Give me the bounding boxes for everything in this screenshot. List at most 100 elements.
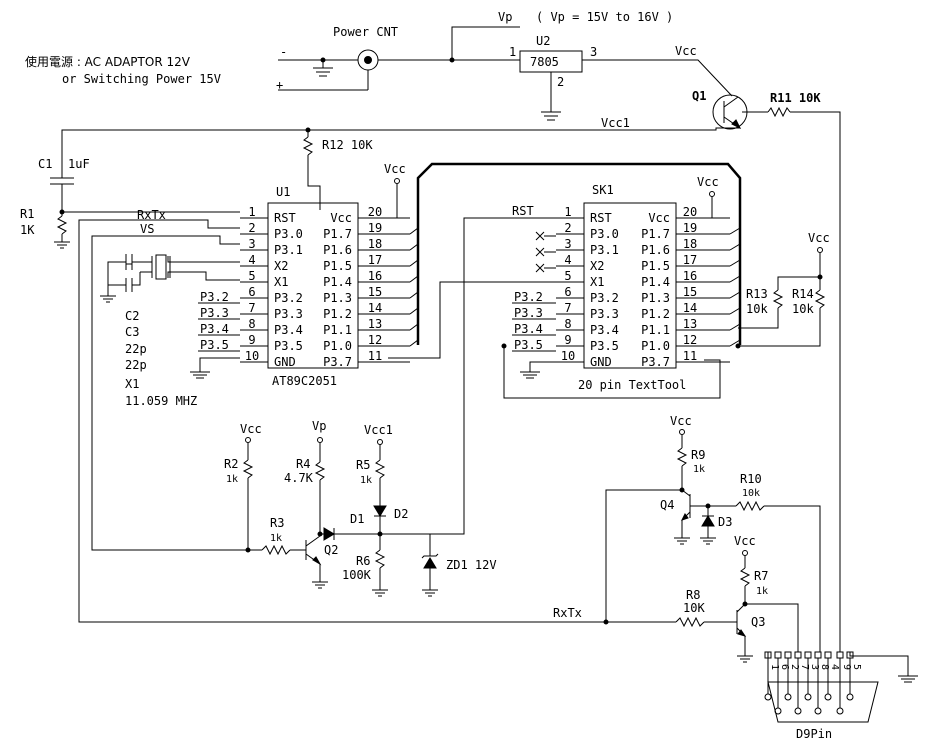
sk1-port-label: P3.2 xyxy=(514,290,543,304)
sk1-right-pin-name: P1.6 xyxy=(641,243,670,257)
sk1-left-pin-number: 3 xyxy=(564,237,571,251)
u1-left-pin-name: P3.0 xyxy=(274,227,303,241)
r14-ref: R14 xyxy=(792,287,814,301)
sk1-left-pin-number: 7 xyxy=(564,301,571,315)
vp-label: Vp xyxy=(498,10,512,24)
sk1-bus-tap xyxy=(729,243,741,251)
r5-ref: R5 xyxy=(356,458,370,472)
u1-pins: RST1P3.02P3.13X24X15P3.26P3.2P3.37P3.3P3… xyxy=(198,205,419,369)
rxtx-net-label: RxTx xyxy=(553,606,582,620)
r3-ref: R3 xyxy=(270,516,284,530)
r12-resistor xyxy=(302,127,321,210)
u1-bus-tap xyxy=(409,307,419,315)
r1-resistor xyxy=(54,209,240,249)
c2-ref: C2 xyxy=(125,309,139,323)
sk1-right-pin-number: 15 xyxy=(683,285,697,299)
d9-pin-number: 4 xyxy=(829,664,840,670)
u1-part: AT89C2051 xyxy=(272,374,337,388)
d9-pin-top-pad xyxy=(836,651,844,659)
q2-transistor xyxy=(305,534,328,589)
d9-pin-top-pad xyxy=(824,651,832,659)
r3-value: 1k xyxy=(270,533,282,544)
r2-value: 1k xyxy=(226,474,238,485)
r8-ref: R8 xyxy=(686,588,700,602)
u1-left-pin-name: P3.4 xyxy=(274,323,303,337)
r2-vcc-label: Vcc xyxy=(240,422,262,436)
sk1-bus-tap xyxy=(729,339,741,347)
sk1-port-label: P3.4 xyxy=(514,322,543,336)
r6-value: 100K xyxy=(342,568,372,582)
sk1-ref: SK1 xyxy=(592,183,614,197)
d9-pin-contact xyxy=(824,693,832,701)
sk1-left-pin-name: X2 xyxy=(590,259,604,273)
sk1-right-pin-name: P3.7 xyxy=(641,355,670,369)
supply-note-line2: or Switching Power 15V xyxy=(62,72,221,86)
sk1-left-pin-number: 5 xyxy=(564,269,571,283)
u1-port-label: P3.2 xyxy=(200,290,229,304)
d9-pin-number: 9 xyxy=(841,664,852,670)
u1-left-pin-number: 8 xyxy=(248,317,255,331)
u1-left-pin-number: 9 xyxy=(248,333,255,347)
sk1-bus-tap xyxy=(729,323,741,331)
d9-pin-contact xyxy=(846,693,854,701)
r9-value: 1k xyxy=(693,464,705,475)
vp-range-note: ( Vp = 15V to 16V ) xyxy=(536,10,673,24)
u1-ref: U1 xyxy=(276,185,290,199)
p1-bus xyxy=(416,162,742,345)
r9-ref: R9 xyxy=(691,448,705,462)
sk1-right-pin-name: Vcc xyxy=(648,211,670,225)
ground-symbol xyxy=(313,57,333,77)
r7-value: 1k xyxy=(756,586,768,597)
c1-value: 1uF xyxy=(68,157,90,171)
r2-ref: R2 xyxy=(224,457,238,471)
u1-right-pin-name: P1.7 xyxy=(323,227,352,241)
u1-bus-tap xyxy=(409,259,419,267)
u1-right-pin-name: P1.3 xyxy=(323,291,352,305)
u2-part: 7805 xyxy=(530,55,559,69)
sk1-left-pin-name: P3.5 xyxy=(590,339,619,353)
u1-right-pin-number: 12 xyxy=(368,333,382,347)
sk1-caption: 20 pin TextTool xyxy=(578,378,686,392)
u1-bus-tap xyxy=(409,339,419,347)
sk1-right-pin-number: 16 xyxy=(683,269,697,283)
sk1-pins: RST1P3.02P3.13X24X15P3.26P3.2P3.37P3.3P3… xyxy=(512,205,741,369)
u1-right-pin-name: P1.0 xyxy=(323,339,352,353)
u1-left-pin-name: P3.3 xyxy=(274,307,303,321)
sk1-right-pin-name: P1.1 xyxy=(641,323,670,337)
u1-right-pin-number: 18 xyxy=(368,237,382,251)
c3-ref: C3 xyxy=(125,325,139,339)
u1-left-pin-number: 1 xyxy=(248,205,255,219)
r14-vcc-label: Vcc xyxy=(808,231,830,245)
u1-right-pin-name: P1.4 xyxy=(323,275,352,289)
u1-right-pin-name: P1.1 xyxy=(323,323,352,337)
r5-value: 1k xyxy=(360,475,372,486)
u1-left-pin-number: 2 xyxy=(248,221,255,235)
sk1-left-pin-number: 6 xyxy=(564,285,571,299)
sk1-right-pin-number: 19 xyxy=(683,221,697,235)
d9-pin-number: 1 xyxy=(769,664,780,670)
d9-pin-contact xyxy=(836,707,844,715)
sk1-right-pin-number: 12 xyxy=(683,333,697,347)
r14-value: 10k xyxy=(792,302,814,316)
rst-net-wire xyxy=(380,217,556,535)
sk1-left-pin-number: 10 xyxy=(561,349,575,363)
vs-net-wire xyxy=(91,235,248,551)
u1-right-pin-name: P1.5 xyxy=(323,259,352,273)
u2-out-vcc: Vcc xyxy=(675,44,697,58)
d9-pin-top-pad xyxy=(784,651,792,659)
sk1-right-pin-number: 18 xyxy=(683,237,697,251)
u1-left-pin-name: P3.5 xyxy=(274,339,303,353)
sk1-right-pin-number: 14 xyxy=(683,301,697,315)
regulator-7805 xyxy=(519,50,733,121)
r3-resistor xyxy=(261,544,306,556)
r4-ref: R4 xyxy=(296,457,310,471)
u1-left-pin-name: X1 xyxy=(274,275,288,289)
r4-resistor xyxy=(314,437,326,537)
u1-chip xyxy=(267,202,359,369)
d9-pin-contact xyxy=(774,707,782,715)
d9-label: D9Pin xyxy=(796,727,832,741)
d9-pin-number: 3 xyxy=(809,664,820,670)
u1-right-pin-number: 13 xyxy=(368,317,382,331)
q3-ref: Q3 xyxy=(751,615,765,629)
